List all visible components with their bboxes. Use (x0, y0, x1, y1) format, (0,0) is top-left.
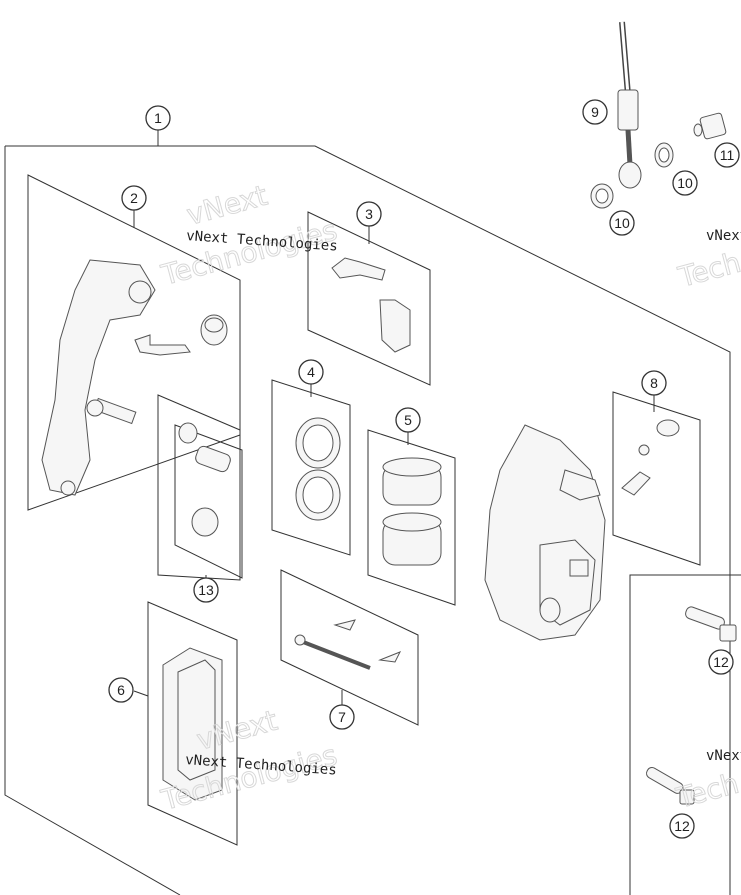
callout-1: 1 (145, 105, 171, 131)
svg-text:10: 10 (614, 215, 630, 231)
group-13-inner-panel (174, 424, 243, 579)
pad-pin-kit (294, 619, 402, 670)
bracket-boot (200, 314, 228, 346)
svg-text:1: 1 (154, 110, 162, 126)
piston-seal-rings (295, 417, 341, 521)
svg-text:5: 5 (404, 412, 412, 428)
callout-13: 13 (193, 577, 219, 603)
group-5-panel (367, 429, 456, 606)
svg-text:10: 10 (677, 175, 693, 191)
watermark-right-bottom: vNext Tech (672, 748, 741, 816)
assembly-outline-left (4, 146, 181, 895)
copper-washers (590, 142, 674, 209)
callout-10-upper: 10 (672, 170, 698, 196)
assembly-outline (5, 145, 731, 895)
caliper-pistons (382, 457, 442, 566)
svg-text:Tech: Tech (672, 767, 741, 815)
watermark-right-top: vNext Tech (674, 228, 741, 295)
group-6-panel (147, 601, 238, 846)
watermark-center-top: vNext Technologies vNext Technologies (157, 178, 341, 292)
svg-text:vNext: vNext (706, 228, 741, 244)
callout-12-lower: 12 (669, 813, 695, 839)
callout-3: 3 (356, 201, 382, 227)
svg-text:vNext: vNext (183, 179, 271, 232)
pad-spring-set (331, 257, 411, 353)
bleed-screw-set (178, 422, 231, 537)
svg-text:Tech: Tech (674, 246, 741, 294)
banjo-bolt (693, 112, 727, 140)
brake-pad-set (162, 647, 223, 801)
bracket-guide-clips (134, 334, 191, 356)
brake-hose (617, 21, 642, 189)
callout-8: 8 (641, 370, 667, 396)
callout-4: 4 (298, 359, 324, 385)
svg-text:7: 7 (338, 709, 346, 725)
assembly-outline-right (629, 574, 741, 895)
caliper-housing (484, 424, 606, 641)
svg-text:2: 2 (130, 190, 138, 206)
svg-text:12: 12 (713, 654, 729, 670)
mounting-screw-upper (685, 606, 737, 642)
group-8-panel (612, 391, 701, 566)
svg-text:3: 3 (365, 206, 373, 222)
group-13-panel (157, 394, 241, 581)
callout-7: 7 (329, 704, 355, 730)
svg-text:4: 4 (307, 364, 315, 380)
group-4-panel (271, 379, 351, 556)
callout-9: 9 (582, 99, 608, 125)
svg-text:vNext: vNext (706, 748, 741, 764)
group-7-panel (280, 569, 419, 726)
group-3-panel (307, 211, 431, 386)
svg-text:11: 11 (720, 147, 735, 163)
callout-2: 2 (121, 185, 147, 211)
svg-text:8: 8 (650, 375, 658, 391)
caliper-bracket (41, 259, 156, 496)
callout-10-lower: 10 (609, 210, 635, 236)
mounting-screw-lower (646, 767, 695, 805)
svg-text:13: 13 (198, 582, 214, 598)
callout-11: 11 (714, 142, 740, 168)
callout-12-upper: 12 (708, 649, 734, 675)
svg-text:6: 6 (117, 682, 125, 698)
callout-6: 6 (108, 677, 134, 703)
callout-5: 5 (395, 407, 421, 433)
svg-text:12: 12 (674, 818, 690, 834)
bleeder-valve-kit (621, 419, 680, 496)
svg-text:9: 9 (591, 104, 599, 120)
